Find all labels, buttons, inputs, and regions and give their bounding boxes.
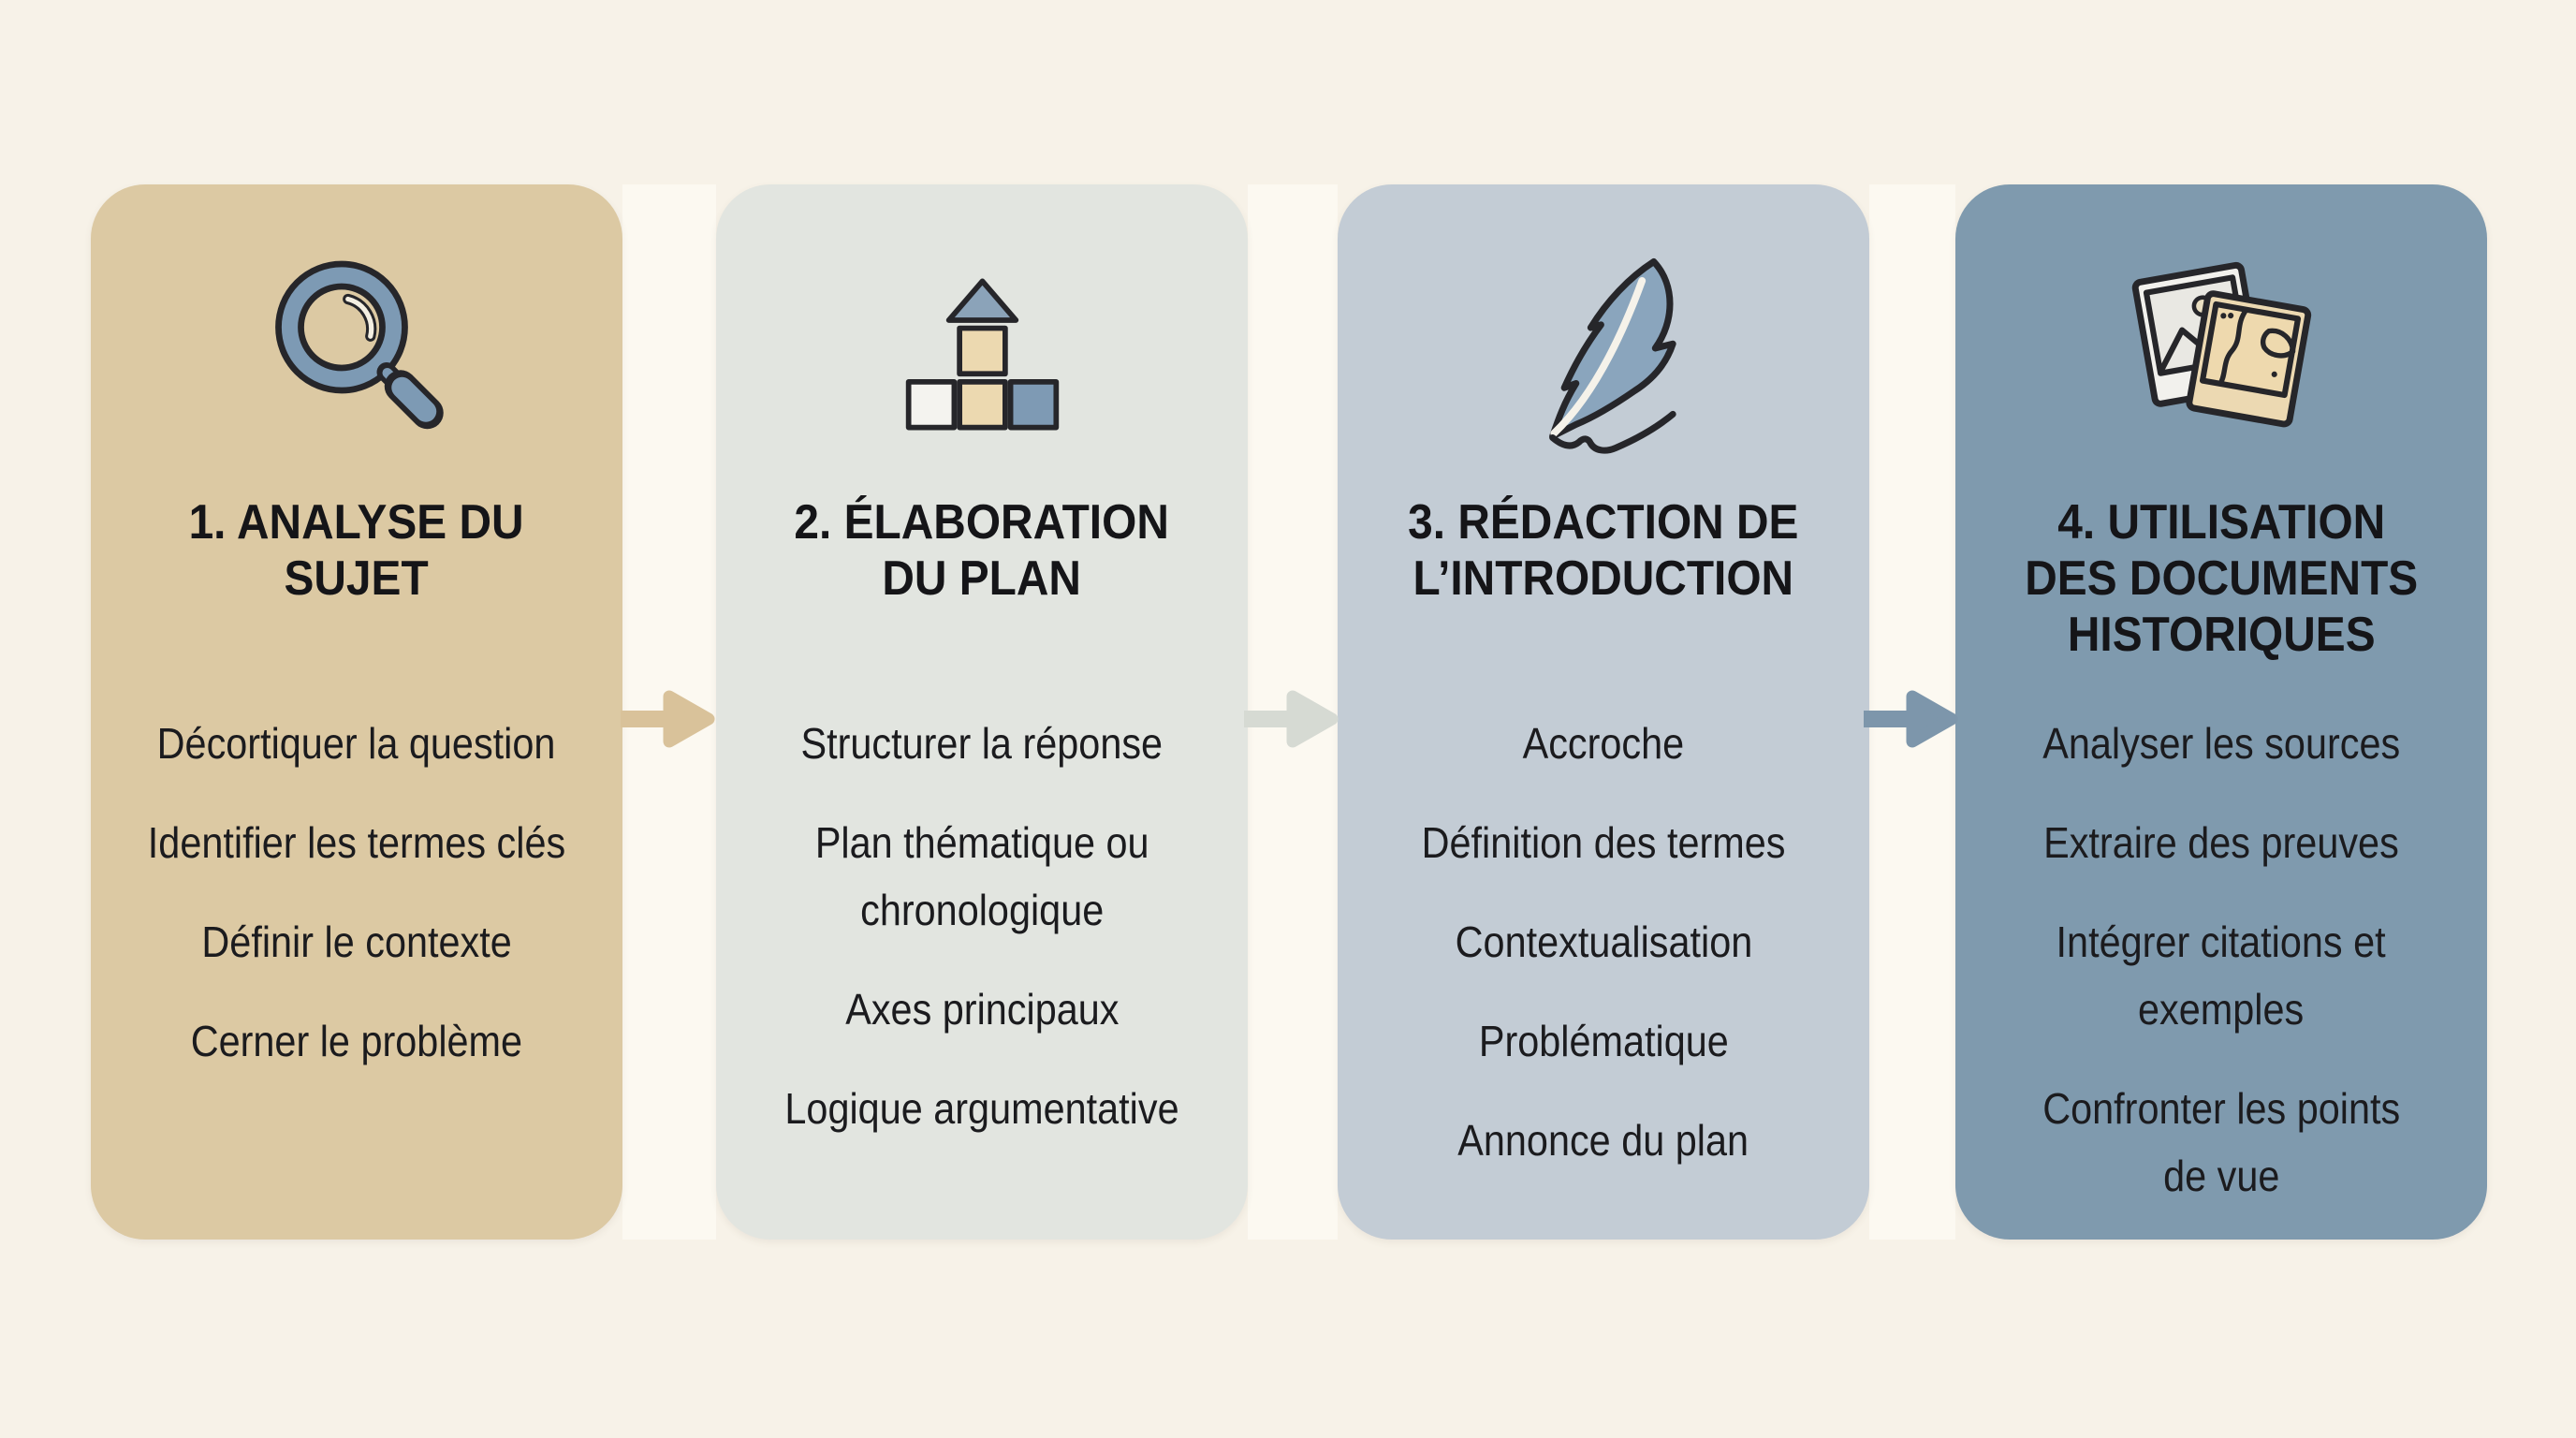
card-item: Analyser les sources	[2042, 719, 2400, 768]
card-item: Définir le contexte	[201, 917, 512, 966]
card-item: Intégrer citations et exemples	[2056, 917, 2387, 1034]
card-item-list: Structurer la réponse Plan thématique ou…	[716, 710, 1248, 1142]
arrow-right-icon	[1244, 685, 1341, 753]
card-title: 2. ÉLABORATION DU PLAN	[794, 495, 1170, 606]
card-item: Contextualisation	[1455, 917, 1752, 966]
card-item: Plan thématique ou chronologique	[814, 818, 1149, 934]
card-item: Annonce du plan	[1457, 1116, 1749, 1165]
card-item: Décortiquer la question	[157, 719, 556, 768]
card-item: Problématique	[1478, 1017, 1729, 1065]
building-blocks-icon	[882, 248, 1083, 450]
card-item: Accroche	[1522, 719, 1685, 768]
card-item: Structurer la réponse	[800, 719, 1164, 768]
quill-pen-icon	[1494, 248, 1714, 454]
card-title: 4. UTILISATION DES DOCUMENTS HISTORIQUES	[2025, 495, 2418, 662]
card-item-list: Analyser les sources Extraire des preuve…	[1955, 710, 2487, 1210]
step-card-elaboration-du-plan: 2. ÉLABORATION DU PLAN Structurer la rép…	[716, 184, 1248, 1240]
magnifying-glass-icon	[252, 248, 462, 450]
card-item: Cerner le problème	[190, 1017, 523, 1065]
arrow-right-icon	[621, 685, 718, 753]
card-item-list: Décortiquer la question Identifier les t…	[91, 710, 622, 1075]
card-item: Extraire des preuves	[2043, 818, 2399, 867]
card-title: 3. RÉDACTION DE L’INTRODUCTION	[1408, 495, 1799, 606]
arrow-right-icon	[1864, 685, 1961, 753]
card-item: Identifier les termes clés	[147, 818, 566, 867]
step-card-utilisation-documents: 4. UTILISATION DES DOCUMENTS HISTORIQUES…	[1955, 184, 2487, 1240]
card-title: 1. ANALYSE DU SUJET	[188, 495, 524, 606]
card-item: Définition des termes	[1421, 818, 1786, 867]
card-item: Confronter les points de vue	[2042, 1084, 2400, 1200]
card-item-list: Accroche Définition des termes Contextua…	[1338, 710, 1869, 1174]
card-item: Logique argumentative	[784, 1084, 1179, 1133]
step-card-redaction-introduction: 3. RÉDACTION DE L’INTRODUCTION Accroche …	[1338, 184, 1869, 1240]
card-item: Axes principaux	[844, 985, 1120, 1034]
photographs-icon	[2114, 248, 2329, 450]
step-card-analyse-du-sujet: 1. ANALYSE DU SUJET Décortiquer la quest…	[91, 184, 622, 1240]
